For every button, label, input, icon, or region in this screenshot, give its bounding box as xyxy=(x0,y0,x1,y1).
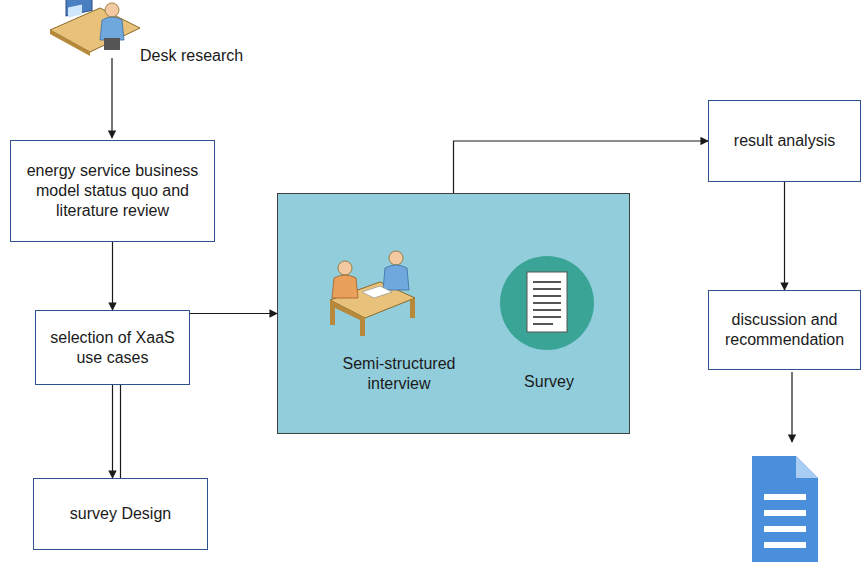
flow-arrow xyxy=(112,242,113,310)
interview-icon xyxy=(330,251,415,336)
desk-research-icon xyxy=(50,0,140,56)
panel-fill xyxy=(277,193,630,434)
process-box: energy service business model status quo… xyxy=(10,140,215,242)
node-text: discussion and recommendation xyxy=(717,310,852,350)
text-slot: Semi-structured interview xyxy=(309,354,489,394)
flow-arrow xyxy=(784,182,785,290)
node-text: energy service business model status quo… xyxy=(19,161,206,221)
process-box: result analysis xyxy=(708,100,861,182)
node-text: Survey xyxy=(489,372,609,392)
step-label: Desk research xyxy=(140,47,243,65)
survey-icon xyxy=(500,256,594,350)
node-text: result analysis xyxy=(734,131,835,151)
icon-arrow xyxy=(111,58,112,138)
flow-arrow xyxy=(112,385,113,478)
process-box: survey Design xyxy=(33,478,208,550)
text-slot: Survey xyxy=(489,372,609,392)
icon-arrow xyxy=(791,372,792,442)
node-text: selection of XaaS use cases xyxy=(44,328,181,368)
process-box: discussion and recommendation xyxy=(708,290,861,370)
method-panel: Semi-structured interviewSurvey xyxy=(277,193,630,434)
flow-arrow xyxy=(454,141,709,193)
document-icon xyxy=(752,456,818,562)
process-box: selection of XaaS use cases xyxy=(35,310,190,385)
node-text: Semi-structured interview xyxy=(309,354,489,394)
node-text: survey Design xyxy=(70,504,171,524)
